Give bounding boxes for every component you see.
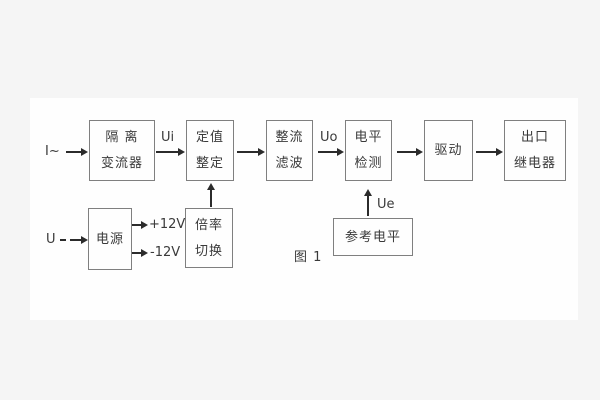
block-label: 整流 bbox=[275, 130, 304, 145]
arrow-isolation-to-setting bbox=[156, 151, 178, 153]
block-label: 电平 bbox=[354, 130, 383, 145]
figure-caption: 图 1 bbox=[294, 250, 323, 265]
block-label: 出口 bbox=[520, 130, 549, 145]
block-level-detection: 电平 检测 bbox=[345, 120, 392, 181]
block-label: 倍率 bbox=[194, 217, 223, 233]
block-output-relay: 出口 继电器 bbox=[504, 120, 566, 181]
block-isolation-transformer: 隔 离 变流器 bbox=[89, 120, 155, 181]
arrow-setting-to-rectifier bbox=[237, 151, 258, 153]
block-label: 切换 bbox=[194, 243, 223, 259]
block-label: 整定 bbox=[195, 156, 224, 171]
block-label: 电源 bbox=[95, 231, 124, 247]
block-label: 检测 bbox=[354, 156, 383, 171]
signal-label-ui: Ui bbox=[161, 130, 175, 145]
arrow-power-plus-12v bbox=[132, 224, 141, 226]
block-label: 定值 bbox=[195, 130, 224, 145]
arrow-current-input bbox=[66, 151, 81, 153]
block-reference-level: 参考电平 bbox=[333, 218, 413, 256]
signal-label-input-voltage: U bbox=[46, 232, 56, 247]
arrow-level-to-drive bbox=[397, 151, 416, 153]
signal-label-uo: Uo bbox=[320, 130, 338, 145]
block-power-supply: 电源 bbox=[88, 208, 132, 270]
block-label: 继电器 bbox=[513, 156, 556, 171]
signal-label-minus-12v: -12V bbox=[150, 245, 181, 260]
block-rectifier-filter: 整流 滤波 bbox=[266, 120, 313, 181]
arrow-rectifier-to-level bbox=[318, 151, 337, 153]
arrow-drive-to-relay bbox=[476, 151, 496, 153]
arrow-voltage-input bbox=[70, 239, 81, 241]
arrow-multiplier-to-setting bbox=[210, 190, 212, 207]
block-multiplier-switch: 倍率 切换 bbox=[185, 208, 233, 268]
signal-label-input-current: I~ bbox=[45, 144, 60, 159]
block-drive: 驱动 bbox=[424, 120, 473, 181]
block-setting-adjustment: 定值 整定 bbox=[186, 120, 234, 181]
block-label: 滤波 bbox=[275, 156, 304, 171]
arrow-reference-to-level bbox=[367, 196, 369, 216]
signal-label-plus-12v: +12V bbox=[149, 217, 186, 232]
block-label: 变流器 bbox=[100, 156, 143, 171]
signal-label-ue: Ue bbox=[377, 197, 395, 212]
arrow-power-minus-12v bbox=[132, 252, 141, 254]
line-voltage-input-dash bbox=[60, 239, 66, 241]
block-label: 隔 离 bbox=[105, 130, 139, 145]
block-label: 驱动 bbox=[434, 143, 463, 158]
block-label: 参考电平 bbox=[344, 229, 401, 245]
